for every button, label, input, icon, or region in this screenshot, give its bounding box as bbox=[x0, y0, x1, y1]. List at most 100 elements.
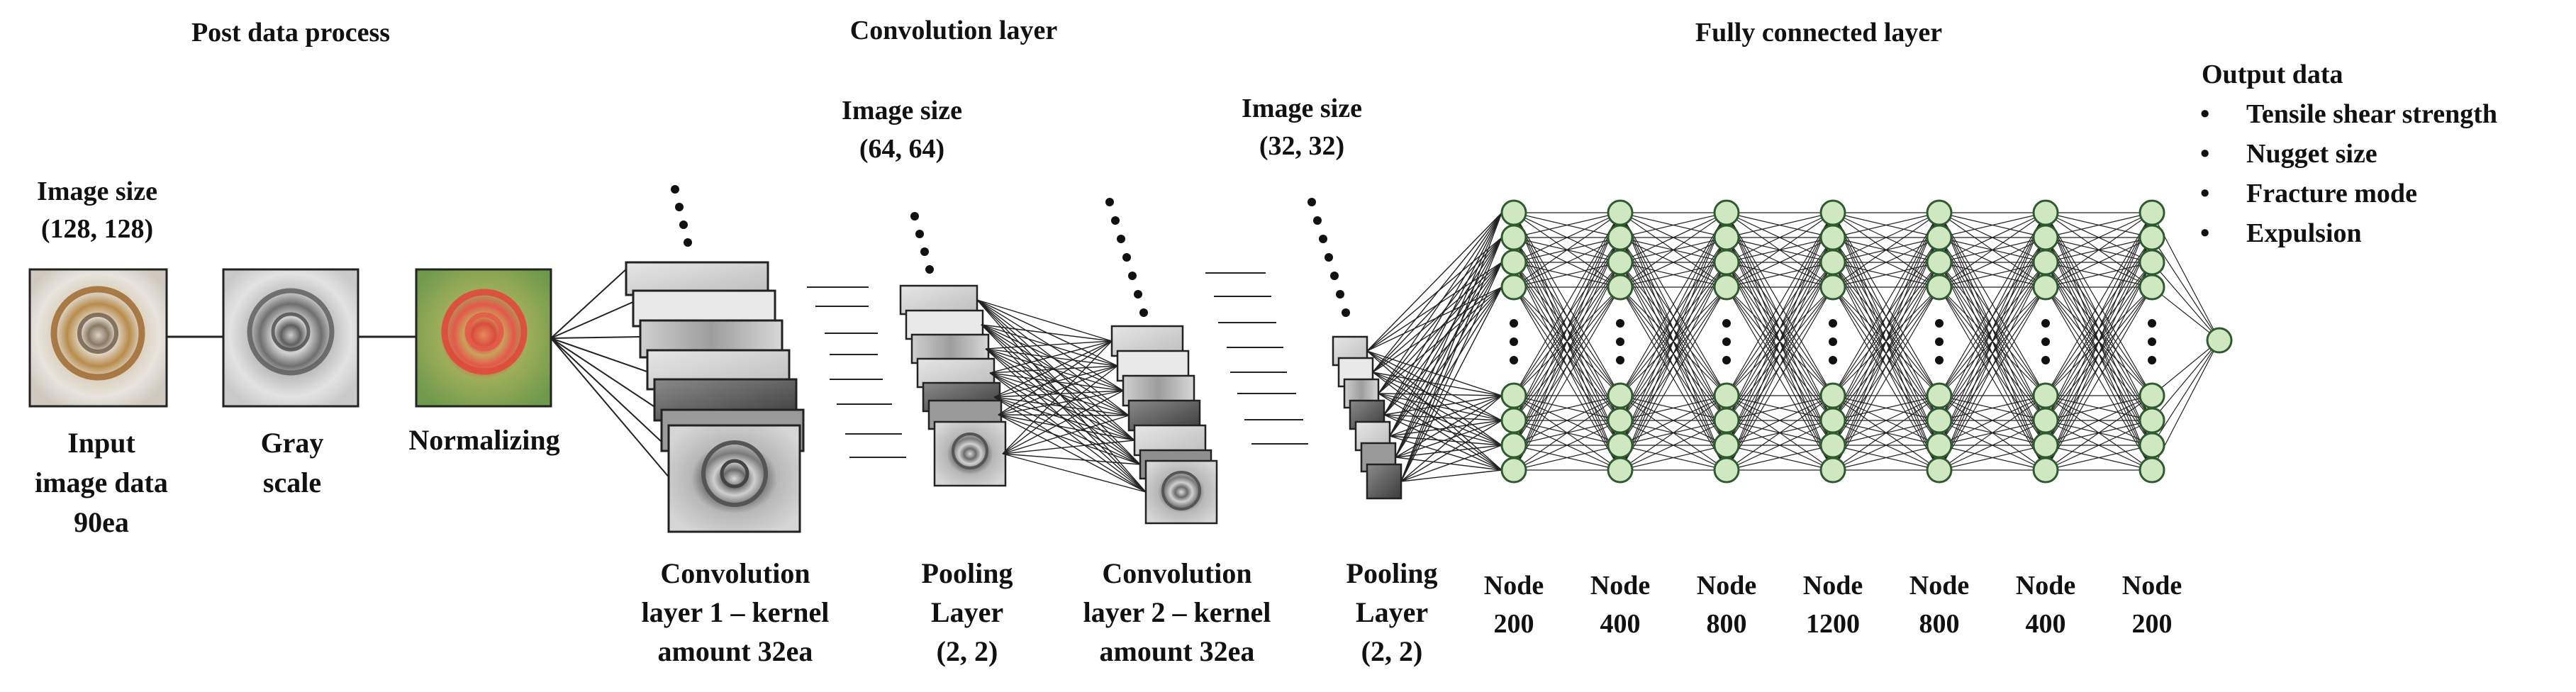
output-item: Nugget size bbox=[2246, 139, 2377, 169]
conv-edge bbox=[1400, 395, 1502, 482]
conv-edge bbox=[1366, 350, 1502, 471]
fc-edge bbox=[2045, 262, 2153, 288]
stage-label-line: Layer bbox=[1356, 596, 1428, 628]
fc-edge bbox=[1832, 212, 1940, 288]
image-size-pool1: Image size (64, 64) bbox=[842, 96, 962, 164]
fc-node bbox=[1713, 457, 1740, 484]
ellipsis-dot bbox=[1829, 337, 1837, 346]
fc-edge bbox=[1939, 262, 2046, 471]
fc-edge bbox=[1726, 286, 1834, 471]
fc-edge bbox=[1939, 212, 2046, 288]
conv-edge bbox=[1383, 286, 1502, 415]
fc-node bbox=[2032, 407, 2059, 434]
fc-edge bbox=[2151, 262, 2220, 341]
dots-pool2 bbox=[1307, 198, 1350, 317]
ellipsis-dot bbox=[1722, 319, 1731, 328]
stage-label-gray: Gray scale bbox=[261, 427, 324, 498]
fc-node bbox=[1926, 274, 1953, 301]
fc-edge bbox=[1832, 237, 1940, 288]
fc-edge bbox=[1726, 420, 1834, 471]
fc-edge bbox=[1832, 395, 1940, 421]
fc-edge bbox=[2151, 340, 2220, 396]
ellipsis-dot bbox=[2148, 319, 2156, 328]
fc-node bbox=[1500, 199, 1527, 226]
fc-node bbox=[1819, 249, 1846, 276]
conv-edge bbox=[1389, 262, 1502, 437]
fc-node bbox=[2139, 407, 2165, 434]
fc-node bbox=[1607, 382, 1634, 409]
fc-edge bbox=[1619, 212, 1727, 263]
fc-edge bbox=[1726, 212, 1834, 396]
conv-edge bbox=[1002, 365, 1118, 454]
fc-edge bbox=[1513, 445, 1621, 471]
fc-edge bbox=[1513, 262, 1621, 471]
conv-edge bbox=[1372, 262, 1502, 373]
conv-edge bbox=[1002, 453, 1141, 465]
fc-node bbox=[2032, 249, 2059, 276]
fc-edge bbox=[1619, 212, 1727, 471]
fc-node-count: 400 bbox=[2026, 609, 2066, 639]
fc-node bbox=[1500, 457, 1527, 484]
fc-edge bbox=[1939, 395, 2046, 471]
ellipsis-dot bbox=[1829, 356, 1837, 364]
stage-label-conv2: Convolution layer 2 – kernel amount 32ea bbox=[1083, 557, 1271, 667]
conv-edge bbox=[1372, 372, 1502, 446]
conv-edge bbox=[993, 390, 1124, 398]
output-bullet: • bbox=[2200, 218, 2209, 248]
ellipsis-dot bbox=[2041, 337, 2050, 346]
fc-node bbox=[1926, 199, 1953, 226]
conv-edge bbox=[981, 324, 1113, 342]
normalized-image bbox=[415, 268, 552, 408]
conv-edge bbox=[1383, 262, 1502, 415]
fc-edge bbox=[1726, 262, 1834, 471]
conv-edge bbox=[1378, 237, 1502, 394]
fc-edge bbox=[1832, 212, 1940, 263]
conv-edge bbox=[1366, 350, 1502, 446]
fc-edge bbox=[1939, 212, 2046, 396]
fc-edge bbox=[1619, 395, 1727, 421]
fc-edge bbox=[1513, 237, 1621, 471]
fc-node-label: Node bbox=[1909, 571, 1969, 601]
fc-node bbox=[1713, 407, 1740, 434]
conv-edge bbox=[1383, 414, 1502, 421]
fc-edge bbox=[1832, 420, 1940, 471]
fc-node bbox=[2032, 274, 2059, 301]
conv-edge bbox=[989, 340, 1113, 374]
fc-node-count: 1200 bbox=[1806, 609, 1860, 639]
conv-edge bbox=[1002, 340, 1113, 454]
fc-edge bbox=[1832, 212, 1940, 238]
fc-edge bbox=[1513, 420, 1621, 471]
stage-label-normalize: Normalizing bbox=[408, 424, 559, 456]
fc-node bbox=[2139, 457, 2165, 484]
fc-node bbox=[1713, 199, 1740, 226]
fc-edge bbox=[1726, 395, 1834, 471]
conv-edge bbox=[1372, 237, 1502, 373]
fc-edge bbox=[1619, 212, 1727, 238]
fc-edge bbox=[1939, 237, 2046, 471]
fc-node-label: Node bbox=[1590, 571, 1650, 601]
fc-edge bbox=[2045, 395, 2153, 471]
stage-label-line: (2, 2) bbox=[1361, 635, 1423, 667]
fc-node-count: 200 bbox=[2132, 609, 2173, 639]
fc-edge bbox=[1832, 286, 1940, 471]
fc-node-label: Node bbox=[1697, 571, 1756, 601]
conv-edge bbox=[1395, 286, 1502, 458]
fc-edge bbox=[1726, 212, 1834, 471]
ellipsis-dot bbox=[1935, 319, 1944, 328]
fc-edge bbox=[1513, 212, 1621, 471]
fc-node bbox=[1607, 224, 1634, 251]
fc-node bbox=[2139, 432, 2165, 459]
section-title-conv: Convolution layer bbox=[850, 16, 1058, 45]
fc-node bbox=[1819, 457, 1846, 484]
fc-node-count: 800 bbox=[1707, 609, 1747, 639]
fc-node bbox=[1819, 199, 1846, 226]
stage-label-input: Input image data 90ea bbox=[35, 427, 168, 538]
fc-edge bbox=[2045, 237, 2153, 471]
dashes-conv2-pool2 bbox=[1205, 272, 1308, 445]
stage-label-line: Normalizing bbox=[408, 424, 559, 456]
conv-edge bbox=[993, 396, 1135, 441]
image-size-input: Image size (128, 128) bbox=[37, 177, 157, 244]
fc-edge bbox=[2045, 212, 2153, 288]
image-size-label: Image size bbox=[842, 96, 962, 125]
fc-edge bbox=[1726, 445, 1834, 471]
